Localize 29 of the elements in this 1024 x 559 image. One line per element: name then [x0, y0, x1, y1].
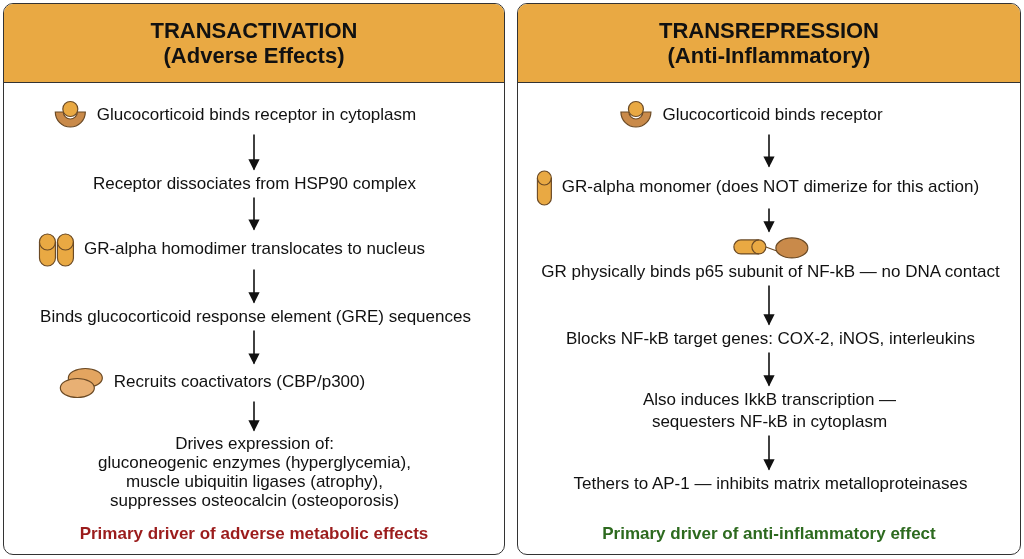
step-text: Binds glucocorticoid response element (GRE) sequences: [40, 305, 471, 328]
arrow: [248, 268, 260, 304]
step-text: GR physically binds p65 subunit of NF-kB — no DNA contact: [541, 260, 1000, 283]
step-text: Drives expression of:: [175, 433, 334, 453]
step-text: Recruits coactivators (CBP/p300): [113, 371, 366, 394]
step-text: Tethers to AP-1 — inhibits matrix metalloproteinases: [573, 472, 968, 495]
arrow: [763, 284, 775, 326]
arrow: [248, 329, 260, 365]
arrow: [763, 207, 775, 233]
arrow: [248, 196, 260, 231]
step-text: GR-alpha homodimer translocates to nucleus: [83, 238, 426, 261]
panel-card: [3, 3, 505, 555]
step-text: GR-alpha monomer (does NOT dimerize for this action): [561, 176, 980, 199]
step-text: gluconeogenic enzymes (hyperglycemia), muscle ubiquitin ligases (atrophy), suppresses osteocalcin (osteoporosis): [97, 452, 412, 510]
arrow: [248, 133, 260, 171]
arrow: [248, 400, 260, 432]
step-text: Also induces IkkB transcription — sequesters NF-kB in cytoplasm: [641, 388, 898, 433]
step-text: Receptor dissociates from HSP90 complex: [92, 172, 417, 195]
summary-note: Primary driver of adverse metabolic effects: [78, 524, 430, 544]
step-text: Blocks NF-kB target genes: COX-2, iNOS, interleukins: [565, 327, 976, 350]
panel-card: [517, 3, 1021, 555]
panel-title: TRANSACTIVATION (Adverse Effects): [149, 17, 359, 69]
step-text: Glucocorticoid binds receptor: [662, 104, 883, 127]
panel-title: TRANSREPRESSION (Anti-Inflammatory): [657, 17, 880, 69]
summary-note: Primary driver of anti-inflammatory effect: [601, 524, 937, 544]
arrow: [763, 133, 775, 168]
step-text: Glucocorticoid binds receptor in cytoplasm: [96, 104, 417, 127]
arrow: [763, 351, 775, 387]
arrow: [763, 434, 775, 471]
